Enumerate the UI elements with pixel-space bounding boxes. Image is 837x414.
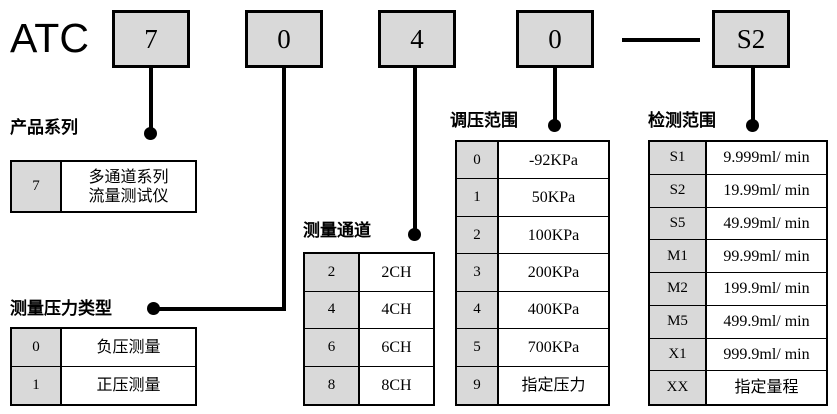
table-row: S1 9.999ml/ min [650, 142, 826, 175]
table-row: 6 6CH [305, 329, 433, 367]
table-row: 4 400KPa [457, 291, 608, 330]
connector-detection-range-dot [746, 119, 759, 132]
pressure-range-code-cell: 4 [457, 291, 499, 329]
table-row: 3 200KPa [457, 254, 608, 292]
detection-range-code-cell: X1 [650, 338, 707, 371]
code-box-pressure-type[interactable]: 0 [245, 10, 323, 68]
pressure-type-code-cell: 0 [12, 329, 62, 366]
table-row: M5 499.9ml/ min [650, 305, 826, 339]
table-row: 9 指定压力 [457, 366, 608, 404]
table-row: 0 负压测量 [12, 329, 195, 367]
channels-desc-cell: 2CH [381, 263, 412, 281]
table-row: 2 2CH [305, 254, 433, 292]
pressure-type-code-cell: 1 [12, 366, 62, 404]
product-series-desc-cell: 多通道系列 流量测试仪 [88, 168, 169, 205]
table-row: 4 4CH [305, 291, 433, 329]
connector-pressure-range-line [553, 68, 557, 126]
channels-code-cell: 8 [305, 366, 360, 404]
pressure-type-desc-cell: 正压测量 [96, 376, 161, 394]
code-separator-dash [622, 38, 700, 42]
code-box-detection-range[interactable]: S2 [712, 10, 790, 68]
detection-range-code-cell: S2 [650, 174, 707, 207]
table-pressure-range: 0 -92KPa 1 50KPa 2 100KPa 3 200KPa 4 400KPa 5 700KP… [455, 140, 610, 406]
connector-pressure-range-dot [548, 119, 561, 132]
pressure-range-desc-cell: 100KPa [527, 226, 580, 244]
detection-range-desc-cell: 19.99ml/ min [723, 182, 810, 200]
table-row: XX 指定量程 [650, 371, 826, 404]
table-row: S5 49.99ml/ min [650, 207, 826, 241]
table-row: 1 正压测量 [12, 366, 195, 404]
pressure-range-code-cell: 9 [457, 366, 499, 404]
pressure-range-code-cell: 5 [457, 329, 499, 366]
code-box-series[interactable]: 7 [112, 10, 190, 68]
caption-channels: 测量通道 [303, 221, 371, 240]
code-box-channels[interactable]: 4 [378, 10, 456, 68]
detection-range-desc-cell: 指定量程 [734, 379, 799, 397]
pressure-range-desc-cell: 700KPa [527, 338, 580, 356]
connector-pressure-type-hline [152, 307, 286, 311]
table-row: M1 99.99ml/ min [650, 240, 826, 273]
table-row: 5 700KPa [457, 329, 608, 367]
connector-series-dot [144, 127, 157, 140]
connector-pressure-type-vline [282, 68, 286, 311]
detection-range-desc-cell: 499.9ml/ min [723, 313, 810, 331]
table-pressure-type: 0 负压测量 1 正压测量 [10, 327, 197, 406]
detection-range-desc-cell: 99.99ml/ min [723, 247, 810, 265]
caption-pressure-range: 调压范围 [450, 111, 518, 130]
detection-range-desc-cell: 9.999ml/ min [723, 149, 810, 167]
connector-series-line [149, 68, 153, 134]
caption-product-series: 产品系列 [10, 118, 78, 137]
table-channels: 2 2CH 4 4CH 6 6CH 8 8CH [303, 252, 435, 406]
connector-pressure-type-dot [147, 302, 160, 315]
connector-channels-dot [408, 228, 421, 241]
table-row: M2 199.9ml/ min [650, 273, 826, 306]
caption-pressure-type: 测量压力类型 [10, 299, 112, 318]
detection-range-code-cell: S1 [650, 142, 707, 174]
table-row: X1 999.9ml/ min [650, 338, 826, 372]
detection-range-code-cell: M1 [650, 240, 707, 272]
table-product-series: 7 多通道系列 流量测试仪 [10, 160, 197, 213]
pressure-range-code-cell: 3 [457, 254, 499, 291]
detection-range-desc-cell: 199.9ml/ min [723, 280, 810, 298]
channels-code-cell: 4 [305, 291, 360, 328]
table-row: 8 8CH [305, 366, 433, 404]
caption-detection-range: 检测范围 [648, 111, 716, 130]
channels-desc-cell: 6CH [381, 338, 412, 356]
pressure-range-code-cell: 1 [457, 179, 499, 216]
pressure-range-code-cell: 0 [457, 142, 499, 179]
pressure-range-desc-cell: 200KPa [527, 263, 580, 281]
detection-range-code-cell: M5 [650, 305, 707, 338]
detection-range-desc-cell: 999.9ml/ min [723, 345, 810, 363]
pressure-range-desc-cell: 50KPa [531, 189, 576, 207]
channels-desc-cell: 8CH [381, 376, 412, 394]
table-row: 7 多通道系列 流量测试仪 [12, 162, 195, 211]
product-series-code-cell: 7 [12, 162, 62, 211]
detection-range-code-cell: M2 [650, 273, 707, 305]
connector-detection-range-line [751, 68, 755, 126]
pressure-range-desc-cell: 指定压力 [521, 376, 586, 394]
channels-desc-cell: 4CH [381, 301, 412, 319]
table-row: 2 100KPa [457, 216, 608, 255]
pressure-range-desc-cell: 400KPa [527, 301, 580, 319]
channels-code-cell: 6 [305, 329, 360, 366]
detection-range-code-cell: XX [650, 371, 707, 404]
detection-range-code-cell: S5 [650, 207, 707, 240]
code-box-pressure-range[interactable]: 0 [516, 10, 594, 68]
pressure-range-desc-cell: -92KPa [529, 151, 578, 169]
code-prefix-atc: ATC [10, 15, 89, 61]
channels-code-cell: 2 [305, 254, 360, 291]
connector-channels-line [413, 68, 417, 235]
table-row: S2 19.99ml/ min [650, 174, 826, 208]
detection-range-desc-cell: 49.99ml/ min [723, 214, 810, 232]
table-row: 1 50KPa [457, 179, 608, 217]
table-row: 0 -92KPa [457, 142, 608, 180]
pressure-type-desc-cell: 负压测量 [96, 338, 161, 356]
pressure-range-code-cell: 2 [457, 216, 499, 254]
